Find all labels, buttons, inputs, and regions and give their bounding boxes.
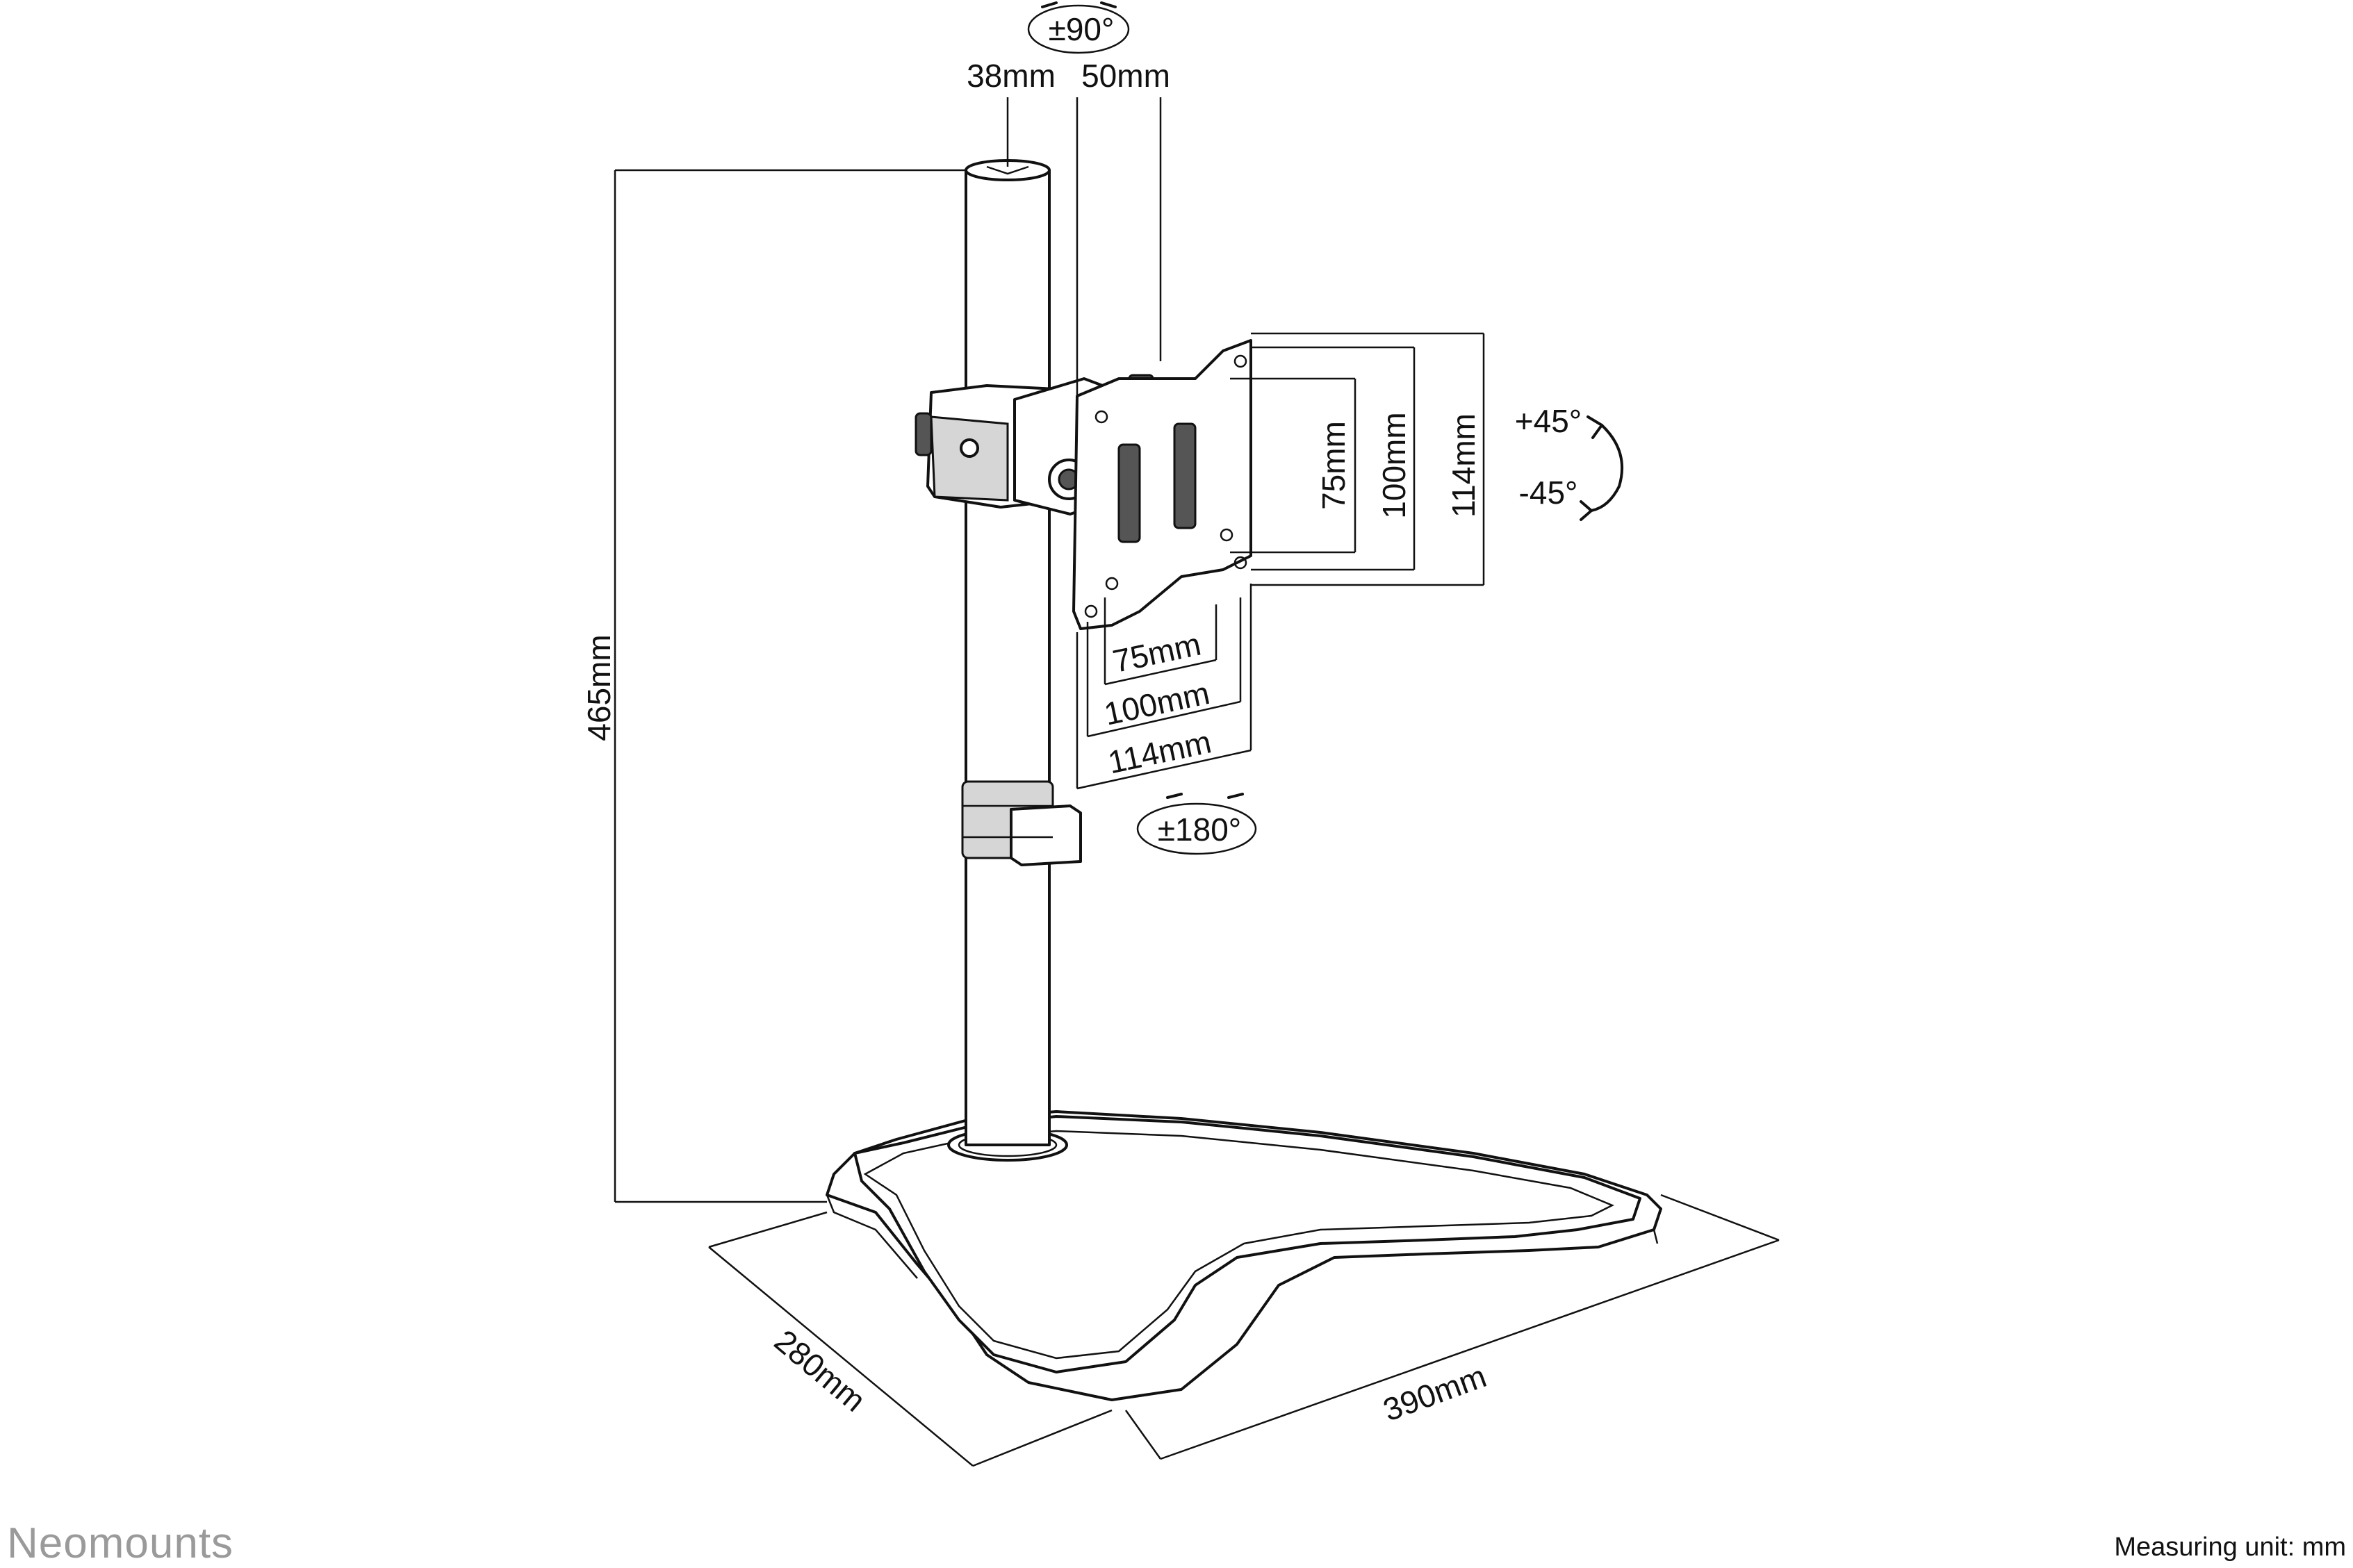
swivel-label: ±90°	[1049, 11, 1115, 47]
vesa-horizontal-75-label: 75mm	[1110, 626, 1204, 679]
tilt-up-label: +45°	[1515, 403, 1582, 439]
pole-offset-label: 38mm	[967, 58, 1056, 94]
vesa-horizontal-100-label: 100mm	[1101, 675, 1213, 732]
dimension-lines	[614, 97, 1780, 1467]
vesa-vertical-114-label: 114mm	[1445, 413, 1482, 518]
base-width-label: 390mm	[1379, 1357, 1491, 1428]
tilt-down-label: -45°	[1519, 474, 1578, 511]
vesa-vertical-75-label: 75mm	[1315, 421, 1352, 510]
monitor-arm-bracket	[915, 339, 1252, 630]
rotation-indicators	[1027, 1, 1624, 855]
brand-logo: Neomounts	[7, 1519, 234, 1567]
rotate-label: ±180°	[1158, 811, 1241, 848]
stand-pole	[961, 159, 1082, 1146]
measuring-unit-note: Measuring unit: mm	[2114, 1533, 2346, 1562]
stand-base	[826, 1110, 1662, 1401]
arm-offset-label: 50mm	[1081, 58, 1170, 94]
vesa-horizontal-114-label: 114mm	[1105, 723, 1215, 780]
vesa-vertical-100-label: 100mm	[1376, 412, 1412, 518]
height-label: 465mm	[581, 634, 617, 741]
